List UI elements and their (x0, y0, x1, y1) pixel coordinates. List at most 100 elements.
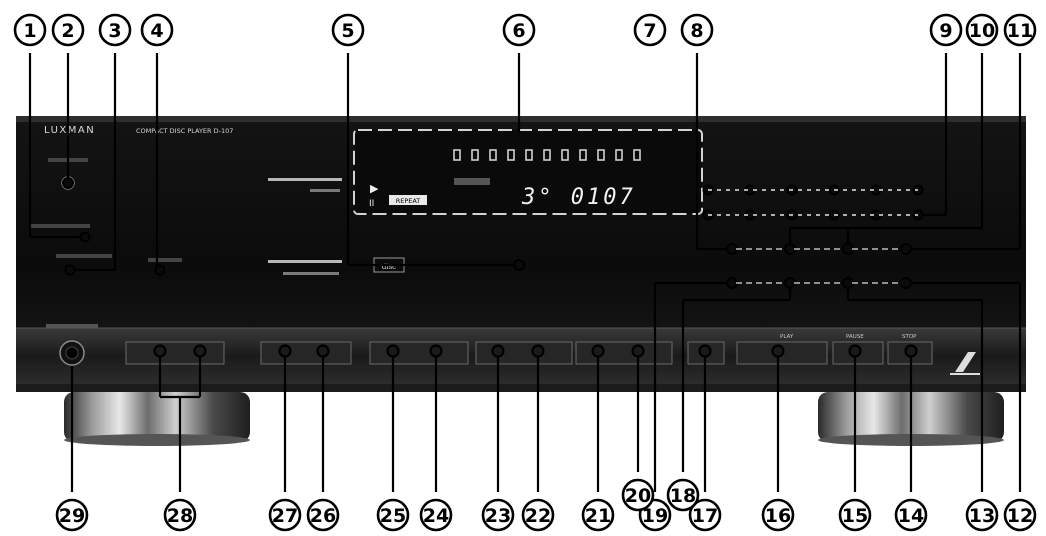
model-label: COMPACT DISC PLAYER D-107 (136, 127, 233, 135)
callout-circle (163, 498, 197, 532)
brand-mark-icon (950, 352, 980, 375)
output-select-dot[interactable] (64, 264, 76, 276)
callout-9: 9 (929, 13, 963, 47)
callout-2: 2 (51, 13, 85, 47)
callout-circle (621, 478, 655, 512)
callout-circle (268, 498, 302, 532)
callout-21: 21 (581, 498, 615, 532)
function-buttons-row-2[interactable] (726, 277, 912, 289)
pause-indicator: II (369, 199, 374, 209)
time-readout: 3° 0107 (521, 185, 636, 210)
callout-circle (680, 13, 714, 47)
callout-number: 13 (969, 505, 995, 527)
callout-3: 3 (98, 13, 132, 47)
callout-15: 15 (838, 498, 872, 532)
callout-12: 12 (1003, 498, 1037, 532)
callout-25: 25 (376, 498, 410, 532)
callout-28: 28 (163, 498, 197, 532)
callout-11: 11 (1003, 13, 1037, 47)
callout-circle (140, 13, 174, 47)
callout-8: 8 (680, 13, 714, 47)
callout-number: 11 (1007, 20, 1033, 42)
track-number-row (453, 149, 641, 161)
callout-5: 5 (331, 13, 365, 47)
pause-label: PAUSE (846, 334, 864, 340)
callout-number: 28 (167, 505, 193, 527)
callout-number: 12 (1007, 505, 1033, 527)
phones-jack[interactable] (46, 324, 98, 366)
brand-logo: LUXMAN (44, 125, 95, 136)
repeat-badge-text: REPEAT (396, 197, 421, 205)
callout-circle (419, 498, 453, 532)
callout-20: 20 (621, 478, 655, 512)
callout-circle (51, 13, 85, 47)
disc-indicator-dot (513, 259, 525, 271)
callout-18: 18 (666, 478, 700, 512)
leader-lines (28, 53, 1022, 492)
callout-number: 23 (485, 505, 511, 527)
power-indicator-dot (79, 231, 91, 243)
callout-6: 6 (502, 13, 536, 47)
callout-number: 2 (61, 20, 74, 42)
callout-number: 15 (842, 505, 868, 527)
callout-7: 7 (633, 13, 667, 47)
callout-circle (502, 13, 536, 47)
callout-circle (521, 498, 555, 532)
callout-number: 10 (969, 20, 995, 42)
auto-dim-button[interactable] (62, 177, 74, 189)
repeat-badge (389, 195, 427, 205)
callout-circle (1003, 498, 1037, 532)
callout-circle (55, 498, 89, 532)
callout-number: 29 (59, 505, 85, 527)
callout-number: 17 (692, 505, 718, 527)
callout-number: 1 (23, 20, 36, 42)
callout-circle (633, 13, 667, 47)
callout-10: 10 (965, 13, 999, 47)
callout-number: 8 (690, 20, 703, 42)
callout-circle (481, 498, 515, 532)
callout-number: 14 (898, 505, 924, 527)
callout-circle (929, 13, 963, 47)
callout-number: 18 (670, 485, 696, 507)
callout-circle (965, 13, 999, 47)
callout-circle (838, 498, 872, 532)
callout-number: 24 (423, 505, 449, 527)
callout-circle (965, 498, 999, 532)
callout-22: 22 (521, 498, 555, 532)
callout-circle (894, 498, 928, 532)
callout-23: 23 (481, 498, 515, 532)
stop-label: STOP (902, 334, 917, 340)
callout-number: 25 (380, 505, 406, 527)
callout-number: 7 (643, 20, 656, 42)
play-indicator: ▶ (370, 182, 379, 195)
callout-number: 27 (272, 505, 298, 527)
callout-13: 13 (965, 498, 999, 532)
callout-26: 26 (306, 498, 340, 532)
callout-circle (306, 498, 340, 532)
callout-circle (688, 498, 722, 532)
callout-circle (98, 13, 132, 47)
left-foot (64, 392, 250, 446)
strip-button-dots[interactable] (153, 344, 918, 358)
callout-number: 3 (108, 20, 121, 42)
callout-number: 19 (642, 505, 668, 527)
open-close-dot[interactable] (154, 264, 166, 276)
callout-number: 26 (310, 505, 336, 527)
callout-circle (581, 498, 615, 532)
callout-number: 6 (512, 20, 525, 42)
callout-24: 24 (419, 498, 453, 532)
callout-number: 4 (150, 20, 163, 42)
callout-number: 9 (939, 20, 952, 42)
callout-number: 20 (625, 485, 651, 507)
callout-17: 17 (688, 498, 722, 532)
callout-number: 16 (765, 505, 791, 527)
callout-circle (376, 498, 410, 532)
callout-number: 21 (585, 505, 611, 527)
callout-number: 5 (341, 20, 354, 42)
callout-circle (666, 478, 700, 512)
callout-14: 14 (894, 498, 928, 532)
callout-4: 4 (140, 13, 174, 47)
display-window: ▶ II REPEAT 3° 0107 (353, 129, 703, 215)
callout-circle (331, 13, 365, 47)
